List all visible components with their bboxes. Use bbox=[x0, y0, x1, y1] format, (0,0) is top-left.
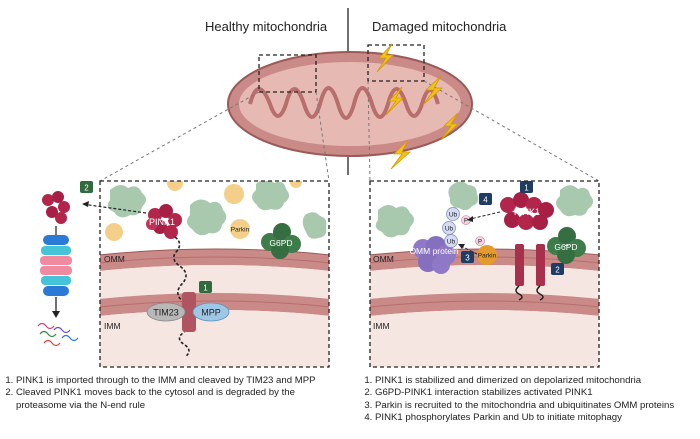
damaged-panel: PINK1 G6PD OMM protein bbox=[369, 180, 600, 368]
svg-text:3: 3 bbox=[465, 254, 470, 263]
healthy-panel-frame bbox=[99, 180, 330, 368]
cleaved-pink1 bbox=[42, 191, 70, 224]
caption-item: Parkin is recruited to the mitochondria … bbox=[375, 400, 696, 412]
pink1-label: PINK1 bbox=[514, 207, 540, 217]
svg-text:2: 2 bbox=[84, 184, 89, 193]
damaged-mito-title: Damaged mitochondria bbox=[372, 19, 507, 34]
omm-label: OMM bbox=[373, 254, 394, 264]
g6pd-protein bbox=[261, 223, 301, 259]
lightning-icon bbox=[390, 139, 412, 170]
svg-text:P: P bbox=[464, 219, 468, 225]
cytosol-proteins bbox=[375, 181, 594, 238]
zoom-box-right bbox=[367, 44, 425, 82]
pink1-label: PINK1 bbox=[149, 217, 175, 227]
omm-protein-label: OMM protein bbox=[409, 246, 458, 256]
caption-item: PINK1 is imported through to the IMM and… bbox=[16, 375, 342, 387]
peptide-fragments bbox=[37, 322, 79, 347]
proteasome bbox=[40, 235, 72, 296]
imm-label: IMM bbox=[104, 321, 121, 331]
parkin-label: Parkin bbox=[231, 227, 250, 234]
pink1-anchor bbox=[536, 244, 545, 286]
step-badge-1 bbox=[199, 281, 212, 293]
parkin-protein bbox=[477, 245, 497, 265]
ubiquitin-chain bbox=[442, 207, 485, 248]
caption-item: G6PD-PINK1 interaction stabilizes activa… bbox=[375, 387, 696, 399]
damaged-panel-frame bbox=[369, 180, 600, 368]
g6pd-protein bbox=[547, 227, 586, 264]
zoom-box-left bbox=[258, 54, 317, 93]
mpp-protein bbox=[192, 302, 230, 322]
tim23-protein bbox=[146, 302, 186, 322]
svg-text:Ub: Ub bbox=[449, 212, 458, 219]
caption-item: Cleaved PINK1 moves back to the cytosol … bbox=[16, 387, 342, 412]
caption-item: PINK1 phosphorylates Parkin and Ub to in… bbox=[375, 412, 696, 424]
parkin-label: Parkin bbox=[478, 253, 497, 260]
imm-label: IMM bbox=[373, 321, 390, 331]
healthy-mito-title: Healthy mitochondria bbox=[205, 19, 328, 34]
caption-item: PINK1 is stabilized and dimerized on dep… bbox=[375, 375, 696, 387]
cytosol-proteins bbox=[105, 181, 327, 241]
pink1-dimer bbox=[500, 192, 554, 230]
damaged-caption: PINK1 is stabilized and dimerized on dep… bbox=[361, 375, 696, 425]
step-badge-3 bbox=[461, 251, 474, 263]
lightning-icon bbox=[440, 112, 460, 141]
lightning-icon bbox=[376, 43, 394, 73]
healthy-caption: PINK1 is imported through to the IMM and… bbox=[2, 375, 342, 412]
omm-label: OMM bbox=[104, 254, 125, 264]
pink1-protein bbox=[146, 204, 182, 239]
step-badge-1 bbox=[520, 181, 533, 193]
lightning-icons bbox=[376, 43, 460, 170]
tim23-channel bbox=[182, 292, 196, 332]
svg-text:Ub: Ub bbox=[447, 239, 456, 246]
step-badge-2 bbox=[80, 181, 93, 193]
pink1-anchor bbox=[515, 244, 524, 286]
mpp-label: MPP bbox=[201, 308, 221, 318]
svg-text:1: 1 bbox=[203, 284, 208, 293]
lightning-icon bbox=[422, 75, 444, 106]
tim23-label: TIM23 bbox=[153, 308, 179, 318]
lightning-icon bbox=[385, 86, 404, 116]
svg-text:Ub: Ub bbox=[445, 226, 454, 233]
step-badge-2 bbox=[551, 263, 564, 275]
g6pd-label: G6PD bbox=[554, 242, 577, 252]
g6pd-label: G6PD bbox=[269, 238, 292, 248]
svg-text:2: 2 bbox=[555, 266, 560, 275]
healthy-panel: Parkin PINK1 TIM23 MPP G6PD bbox=[99, 180, 330, 368]
svg-text:4: 4 bbox=[483, 196, 488, 205]
omm-protein bbox=[413, 236, 456, 274]
step-badge-4 bbox=[479, 193, 492, 205]
degradation-pathway: 2 bbox=[37, 181, 147, 347]
svg-text:1: 1 bbox=[524, 184, 529, 193]
mitochondrion bbox=[227, 51, 473, 157]
svg-text:P: P bbox=[478, 240, 482, 246]
